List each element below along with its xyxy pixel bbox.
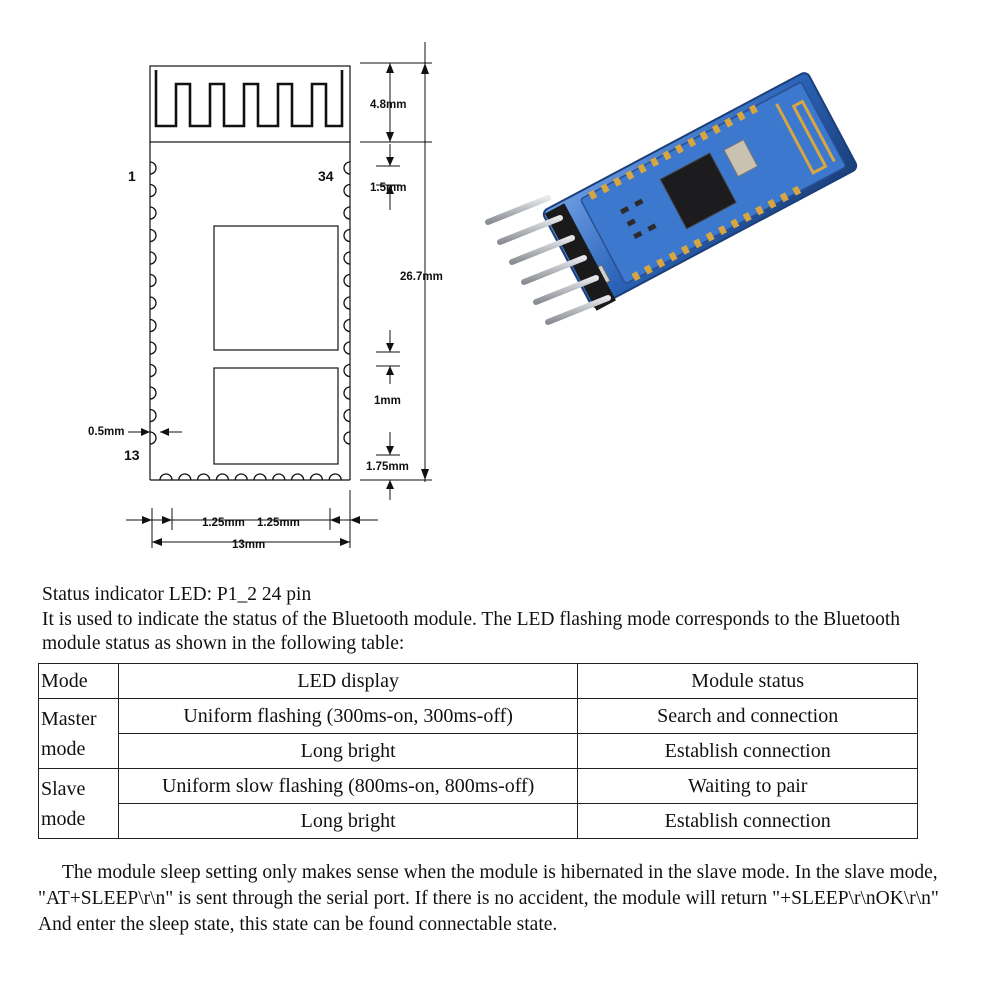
dim-pitch-left: 1.25mm <box>202 517 245 529</box>
status-cell: Establish connection <box>577 733 918 769</box>
table-row: Long bright Establish connection <box>39 803 918 839</box>
crystal <box>723 139 759 178</box>
pin-label-1: 1 <box>128 168 136 184</box>
led-cell: Long bright <box>117 803 579 839</box>
castellation-pad <box>343 161 351 175</box>
pin-label-13: 13 <box>124 447 140 463</box>
castellation-pad <box>343 341 351 355</box>
castellation-pad <box>178 473 192 481</box>
status-led-description: It is used to indicate the status of the… <box>42 609 901 654</box>
castellation-pad <box>196 473 211 481</box>
table-header-row: Mode LED display Module status <box>38 663 918 699</box>
dim-pad-offset: 0.5mm <box>88 426 124 438</box>
castellation-pad <box>159 473 173 481</box>
status-cell: Establish connection <box>577 803 918 839</box>
shield-upper <box>213 225 339 351</box>
castellation-pad <box>343 251 351 265</box>
castellation-pad <box>343 386 351 400</box>
led-status-table: Mode LED display Module status Master mo… <box>38 663 918 839</box>
led-cell: Uniform slow flashing (800ms-on, 800ms-o… <box>117 768 579 804</box>
table-row: Long bright Establish connection <box>39 733 918 769</box>
shield-lower <box>213 367 339 465</box>
castellation-pad <box>272 473 286 481</box>
antenna-trace <box>154 70 344 128</box>
status-led-title: Status indicator LED: P1_2 24 pin <box>42 584 312 605</box>
castellation-pad <box>149 273 157 288</box>
table-row: Master mode Uniform flashing (300ms-on, … <box>38 698 918 769</box>
castellation-pad <box>149 408 157 423</box>
header-pins <box>485 195 611 325</box>
castellation-pad <box>343 206 351 220</box>
castellation-pad <box>343 296 351 310</box>
castellation-pad <box>149 228 157 243</box>
castellation-pad <box>343 228 351 243</box>
led-cell: Long bright <box>117 733 579 769</box>
bottom-castellations <box>159 473 342 481</box>
castellation-pad <box>149 318 157 333</box>
dim-pitch-right: 1.25mm <box>257 517 300 529</box>
castellation-pad <box>253 473 267 481</box>
mode-slave: Slave mode <box>38 768 119 839</box>
castellation-pad <box>149 341 157 355</box>
castellation-pad <box>215 473 230 481</box>
status-cell: Waiting to pair <box>577 768 918 804</box>
castellation-pad <box>149 363 157 378</box>
castellation-pad <box>149 251 157 265</box>
castellation-pad <box>309 473 324 481</box>
castellation-pad <box>328 473 342 481</box>
castellation-pad <box>290 473 305 481</box>
antenna-zone <box>149 65 351 143</box>
module-product-photo <box>485 72 858 325</box>
dim-bottom-margin: 1.75mm <box>366 461 409 473</box>
right-castellations <box>343 161 351 445</box>
gold-pads <box>588 104 802 282</box>
castellation-pad <box>149 183 157 198</box>
header-mode: Mode <box>38 663 119 699</box>
left-castellations <box>149 161 157 445</box>
castellation-pad <box>343 431 351 445</box>
pin-label-34: 34 <box>318 168 334 184</box>
castellation-pad <box>234 473 248 481</box>
led-cell: Uniform flashing (300ms-on, 300ms-off) <box>117 698 579 734</box>
dim-module-length: 26.7mm <box>400 271 443 283</box>
castellation-pad <box>343 408 351 423</box>
castellation-pad <box>343 183 351 198</box>
main-chip <box>659 152 737 230</box>
castellation-pad <box>343 318 351 333</box>
dim-antenna-height: 4.8mm <box>370 99 406 111</box>
castellation-pad <box>149 296 157 310</box>
header-module-status: Module status <box>577 663 918 699</box>
castellation-pad <box>149 206 157 220</box>
castellation-pad <box>343 363 351 378</box>
castellation-pad <box>149 161 157 175</box>
dim-pad-width: 1mm <box>374 395 401 407</box>
header-led-display: LED display <box>117 663 579 699</box>
dim-pitch-top: 1.5mm <box>370 182 406 194</box>
mode-master: Master mode <box>38 698 119 769</box>
castellation-pad <box>149 386 157 400</box>
sleep-setting-paragraph: The module sleep setting only makes sens… <box>38 862 939 935</box>
castellation-pad <box>149 431 157 445</box>
table-row: Slave mode Uniform slow flashing (800ms-… <box>38 768 918 839</box>
castellation-pad <box>343 273 351 288</box>
status-cell: Search and connection <box>577 698 918 734</box>
dim-module-width: 13mm <box>232 539 265 551</box>
module-dimension-diagram: 1 34 13 <box>88 42 443 551</box>
